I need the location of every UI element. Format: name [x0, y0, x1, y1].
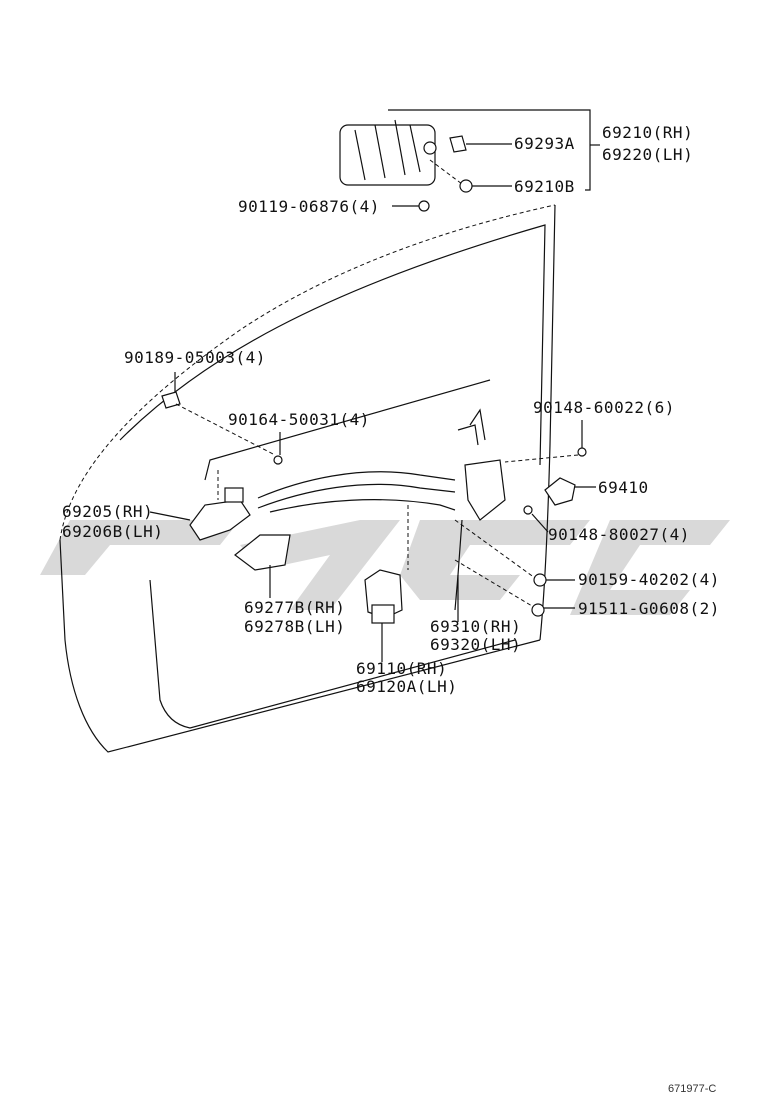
label-90159: 90159-40202(4) — [578, 570, 720, 589]
label-90148-60022: 90148-60022(6) — [533, 398, 675, 417]
screw-90148-60022 — [504, 420, 587, 463]
label-90189: 90189-05003(4) — [124, 348, 266, 367]
screw-90119 — [392, 200, 430, 212]
label-69320-lh: 69320(LH) — [430, 635, 521, 654]
door-lock-assembly — [454, 408, 506, 618]
door-outline — [59, 204, 556, 753]
striker-69410 — [544, 477, 596, 506]
label-69110-rh: 69110(RH) — [356, 659, 447, 678]
diagram-code: 671977-C — [668, 1083, 716, 1095]
label-90164: 90164-50031(4) — [228, 410, 370, 429]
lock-cables — [257, 471, 456, 513]
label-69210-rh: 69210(RH) — [602, 123, 693, 142]
screw-90159 — [454, 519, 575, 587]
handle-bezel — [234, 534, 291, 598]
label-69277b-rh: 69277B(RH) — [244, 598, 345, 617]
label-90148-80027: 90148-80027(4) — [548, 525, 690, 544]
label-69310-rh: 69310(RH) — [430, 617, 521, 636]
label-90119: 90119-06876(4) — [238, 197, 380, 216]
part-69210b — [429, 159, 512, 193]
bolt-91511 — [454, 559, 575, 617]
clip-69293a — [449, 135, 512, 153]
label-69410: 69410 — [598, 478, 649, 497]
label-69205-rh: 69205(RH) — [62, 502, 153, 521]
label-91511: 91511-G0608(2) — [578, 599, 720, 618]
label-69120a-lh: 69120A(LH) — [356, 677, 457, 696]
inside-handle — [149, 470, 251, 541]
screw-90148-80027 — [523, 505, 549, 533]
bracket-69210 — [388, 109, 600, 191]
clip-90189 — [161, 372, 276, 456]
outside-handle-assembly — [339, 119, 437, 186]
label-69206b-lh: 69206B(LH) — [62, 522, 163, 541]
door-lock-control — [364, 505, 409, 662]
label-69278b-lh: 69278B(LH) — [244, 617, 345, 636]
screw-90164 — [273, 432, 283, 465]
label-69293a: 69293A — [514, 134, 575, 153]
label-69220-lh: 69220(LH) — [602, 145, 693, 164]
label-69210b: 69210B — [514, 177, 575, 196]
